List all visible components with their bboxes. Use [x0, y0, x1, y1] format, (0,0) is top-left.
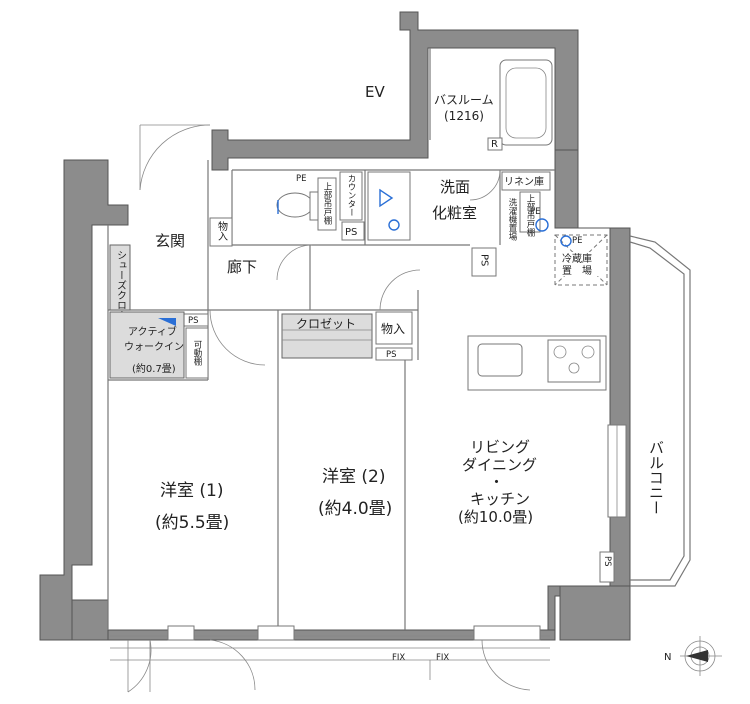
bath-r-label: R	[491, 139, 498, 150]
fix-1: FIX	[392, 653, 405, 663]
column-bottom-right	[559, 585, 631, 641]
fix-2: FIX	[436, 653, 449, 663]
fridge-label-1: 冷蔵庫	[562, 252, 592, 265]
room2-size: (約4.0畳)	[318, 499, 392, 519]
bath-r-mark	[487, 137, 503, 151]
interior-walls	[107, 48, 555, 630]
room1-size: (約5.5畳)	[155, 513, 229, 533]
entrance-label: 玄関	[155, 232, 185, 250]
toilet-area: 上部吊戸棚 カウンター PS	[276, 171, 365, 241]
ldk-line-1: リビング	[470, 438, 530, 456]
compass: N	[664, 636, 722, 676]
bathtub	[499, 59, 553, 146]
fridge-space: 冷蔵庫 置 場	[554, 234, 608, 286]
storage-entrance: 物入	[216, 220, 228, 241]
wic-size: (約0.7畳)	[132, 362, 176, 375]
bath-size: (1216)	[444, 109, 484, 123]
kitchen	[467, 335, 607, 391]
ldk-size: (約10.0畳)	[458, 508, 533, 526]
wall-right	[547, 149, 631, 641]
ps-ldk: PS	[602, 556, 612, 567]
movable-shelf: 可動棚	[192, 340, 202, 366]
washroom-label-1: 洗面	[440, 178, 470, 196]
fridge-label-2: 置 場	[562, 264, 592, 277]
closet: クロゼット 物入	[281, 311, 413, 359]
linen-label: リネン庫	[504, 175, 544, 188]
ps-wash: PS	[479, 254, 490, 266]
shoe-closet-label: シューズクローク	[115, 250, 127, 330]
toilet	[276, 192, 314, 218]
laundry-place: 洗濯機置場	[507, 197, 517, 241]
linen-storage	[501, 171, 551, 191]
walk-in-closet: アクティブ ウォークイン (約0.7畳) 可動棚	[109, 311, 209, 379]
sink	[477, 343, 523, 377]
room1-name: 洋室 (1)	[160, 481, 223, 501]
closet-label: クロゼット	[296, 317, 356, 331]
pe-mark-2: PE	[530, 207, 541, 217]
ev-label: EV	[365, 83, 385, 101]
balcony: バルコニー	[607, 235, 691, 587]
washroom-label-2: 化粧室	[432, 204, 477, 222]
room2-name: 洋室 (2)	[322, 467, 385, 487]
shoe-closet	[109, 244, 131, 311]
pe-marks: PE PE PE	[296, 174, 583, 246]
washroom: 洗面 化粧室 リネン庫 上部吊戸棚 洗濯機置場	[367, 171, 551, 241]
ps-wic: PS	[188, 316, 199, 326]
entrance-area: 玄関 物入 廊下 シューズクローク	[109, 217, 257, 330]
ldk-line-2: ダイニング	[462, 456, 537, 474]
wic-label-2: ウォークイン	[124, 341, 184, 353]
balcony-label: バルコニー	[647, 440, 665, 515]
pe-mark-3: PE	[572, 236, 583, 246]
wall-upper	[211, 11, 579, 171]
ldk-line-3: ・	[489, 473, 504, 491]
ldk-line-4: キッチン	[470, 490, 530, 508]
hallway-label: 廊下	[227, 258, 257, 276]
counter-label: カウンター	[346, 174, 356, 217]
cooktop	[547, 339, 601, 383]
bath-label: バスルーム	[434, 93, 494, 107]
upper-shelf-laundry: 上部吊戸棚	[525, 194, 535, 237]
column-bottom-left	[71, 599, 109, 641]
vanity	[367, 171, 411, 241]
ps-toilet: PS	[345, 227, 357, 238]
bottom-windows: FIX FIX	[110, 625, 550, 693]
ps-closet: PS	[386, 350, 397, 360]
compass-n: N	[664, 652, 671, 663]
wic-label-1: アクティブ	[128, 325, 177, 338]
doors	[139, 124, 501, 366]
bathroom: R バスルーム (1216) EV	[365, 59, 553, 151]
upper-shelf-vanity: 上部吊戸棚	[322, 182, 332, 225]
wall-left	[39, 159, 129, 641]
ps-boxes: PS PS PS PS	[183, 247, 615, 583]
fridge-box	[554, 234, 608, 286]
pe-mark-1: PE	[296, 174, 307, 184]
room-labels: 洋室 (1) (約5.5畳) 洋室 (2) (約4.0畳) リビング ダイニング…	[155, 438, 537, 533]
storage-room2: 物入	[381, 322, 405, 336]
